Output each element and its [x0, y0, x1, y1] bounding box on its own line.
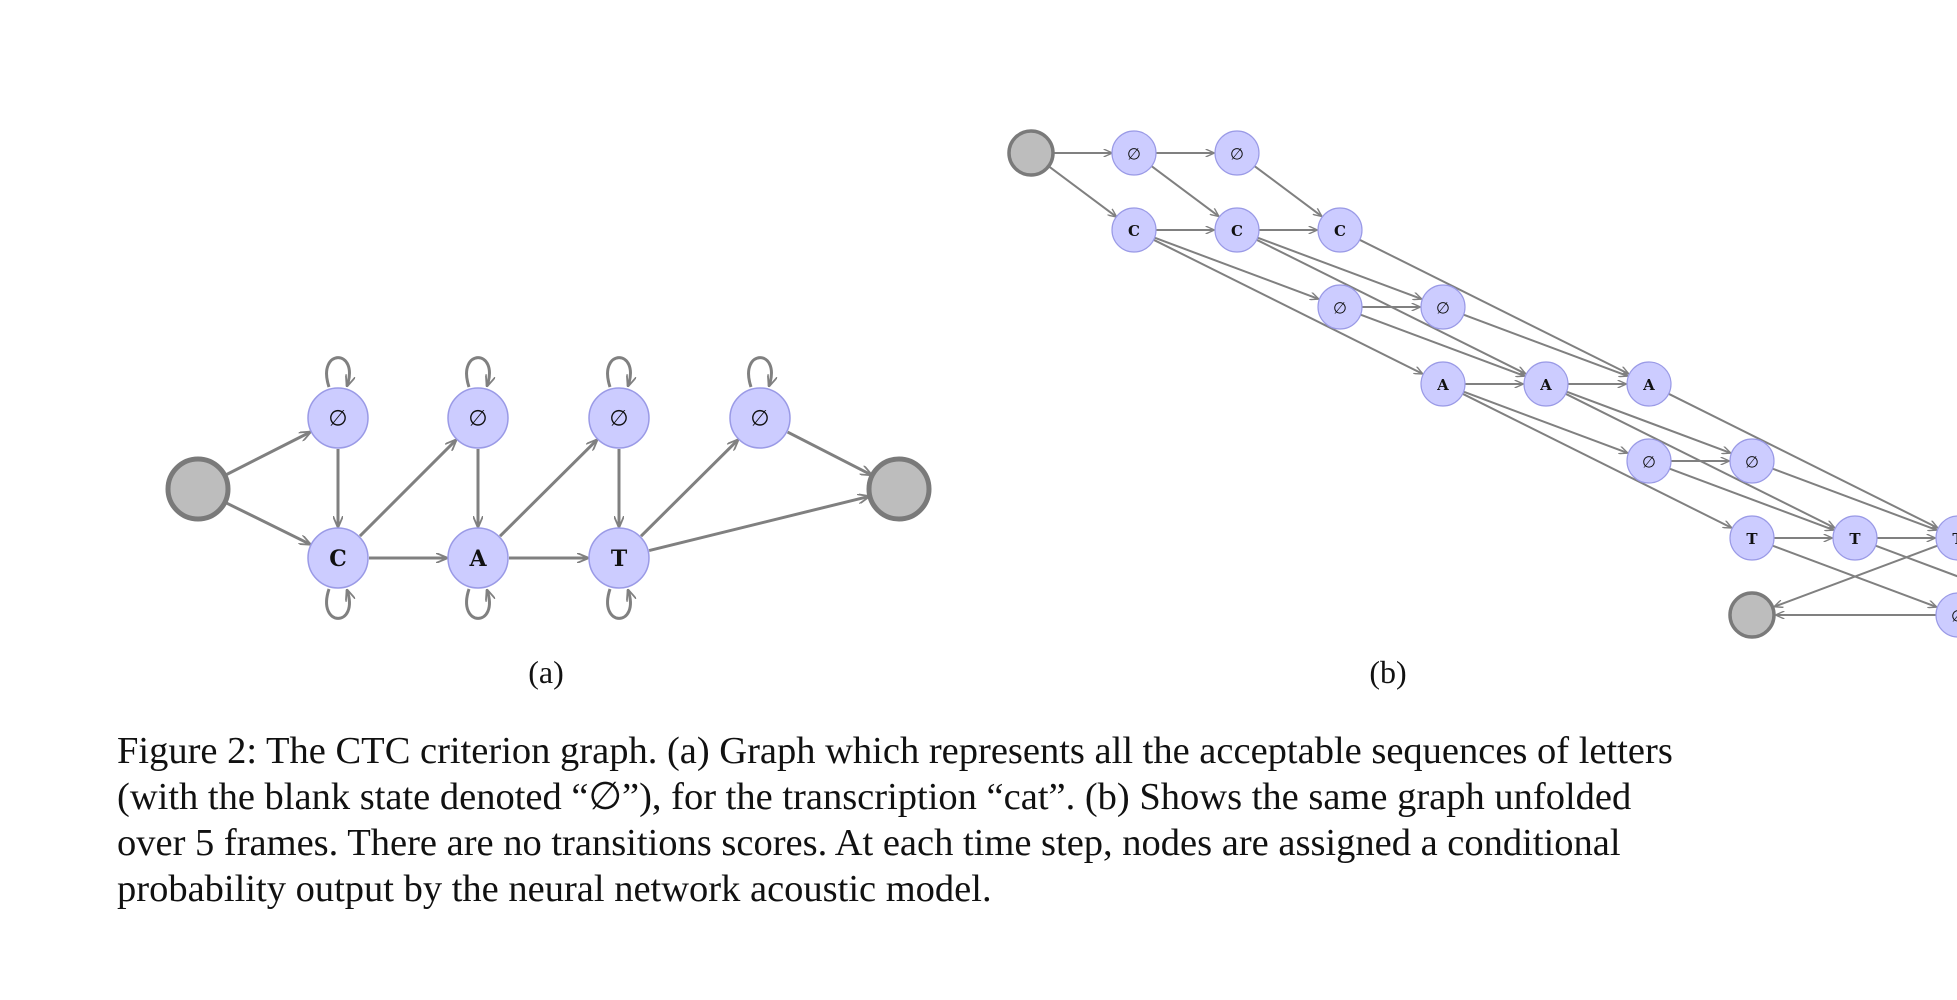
node-b1	[307, 387, 369, 449]
edge-start-to-C	[225, 501, 310, 545]
caption-line-1: Figure 2: The CTC criterion graph. (a) G…	[117, 730, 1673, 772]
edge-0-0-to-1-1	[1151, 165, 1219, 216]
trellis-node-label: ∅	[1333, 299, 1347, 318]
trellis-node-t2-C	[1317, 207, 1363, 253]
trellis-node-label: C	[1334, 222, 1346, 240]
self-loop-T	[606, 589, 631, 620]
edge-1-1-to-2-2	[1257, 236, 1422, 299]
edge-2-1-to-3-3	[1359, 238, 1629, 374]
trellis-node-t3-A	[1626, 361, 1672, 407]
trellis-node-label: T	[1746, 530, 1758, 548]
trellis-node-label: ∅	[1745, 453, 1759, 472]
node-label-b3: ∅	[609, 407, 628, 432]
edge-4-5-to-end	[1774, 544, 1938, 607]
node-b2	[447, 387, 509, 449]
edge-T-to-end	[648, 496, 869, 553]
edge-2-4-to-3-5	[1669, 467, 1834, 530]
start-node-b	[1007, 129, 1055, 177]
trellis-node-label: C	[1128, 222, 1140, 240]
self-loop-C	[325, 589, 350, 620]
trellis-node-t0-C	[1111, 207, 1157, 253]
end-node-b	[1728, 591, 1776, 639]
self-loop-b1	[325, 356, 350, 387]
trellis-node-label: ∅	[1127, 145, 1141, 164]
edge-1-3-to-2-5	[1462, 392, 1732, 528]
edge-T-to-b4	[639, 440, 738, 538]
caption-line-3: over 5 frames. There are no transitions …	[117, 822, 1621, 864]
trellis-node-t0-blank	[1111, 130, 1157, 176]
trellis-node-label: A	[1539, 376, 1552, 394]
trellis-node-t1-A	[1420, 361, 1466, 407]
edge-0-1-to-1-3	[1153, 238, 1423, 374]
trellis-node-t1-blank	[1317, 284, 1363, 330]
node-label-A: A	[468, 546, 487, 572]
node-label-b4: ∅	[750, 407, 769, 432]
node-label-C: C	[329, 546, 347, 572]
self-loop-A	[465, 589, 490, 620]
trellis-node-label: ∅	[1230, 145, 1244, 164]
edge-start-to-b1	[224, 432, 311, 477]
start-node	[165, 456, 231, 522]
trellis-node-label: ∅	[1436, 299, 1450, 318]
self-loop-b2	[465, 356, 490, 387]
trellis-node-label: T	[1849, 530, 1861, 548]
trellis-node-label: A	[1642, 376, 1655, 394]
node-T	[588, 527, 650, 589]
self-loop-b4	[747, 356, 772, 387]
node-b4	[729, 387, 791, 449]
caption-line-2: (with the blank state denoted “∅”), for …	[117, 776, 1632, 818]
node-b3	[588, 387, 650, 449]
edge-2-2-to-3-3	[1463, 313, 1628, 376]
trellis-node-t3-blank	[1729, 438, 1775, 484]
subcaption-a: (a)	[528, 654, 564, 690]
trellis-node-label: C	[1231, 222, 1243, 240]
edge-1-0-to-2-1	[1254, 165, 1322, 216]
trellis-node-t2-A	[1523, 361, 1569, 407]
trellis-node-t4-T	[1935, 515, 1957, 561]
edge-A-to-b3	[498, 440, 597, 538]
edge-3-4-to-4-5	[1772, 467, 1937, 530]
edge-3-5-to-4-6	[1875, 544, 1957, 578]
edge-1-2-to-2-3	[1360, 313, 1525, 376]
ctc-graph-b-unfolded: ∅C∅C∅AC∅A∅TA∅T∅T∅	[1007, 129, 1957, 639]
end-node	[866, 456, 932, 522]
edge-0-1-to-1-2	[1154, 236, 1319, 299]
trellis-node-label: A	[1436, 376, 1449, 394]
figure-caption: Figure 2: The CTC criterion graph. (a) G…	[117, 728, 1817, 912]
trellis-node-t1-blank	[1214, 130, 1260, 176]
trellis-node-label: T	[1952, 530, 1957, 548]
self-loop-b3	[606, 356, 631, 387]
trellis-node-t3-blank	[1935, 592, 1957, 638]
trellis-node-label: ∅	[1642, 453, 1656, 472]
node-C	[307, 527, 369, 589]
edge-2-3-to-3-4	[1566, 390, 1731, 453]
edge-3-3-to-4-5	[1668, 392, 1938, 528]
trellis-node-t2-blank	[1420, 284, 1466, 330]
node-label-T: T	[611, 546, 628, 572]
edge-C-to-b2	[358, 440, 456, 538]
trellis-node-t2-T	[1729, 515, 1775, 561]
trellis-node-t3-T	[1832, 515, 1878, 561]
trellis-node-t2-blank	[1626, 438, 1672, 484]
edge-1-3-to-2-4	[1463, 390, 1628, 453]
subcaption-b: (b)	[1369, 654, 1406, 690]
edge-b4-to-end	[786, 430, 872, 475]
trellis-node-label: ∅	[1951, 607, 1957, 626]
ctc-graph-a: ∅ ∅ ∅ ∅ C A T	[165, 356, 932, 620]
node-label-b2: ∅	[468, 407, 487, 432]
node-A	[447, 527, 509, 589]
caption-line-4: probability output by the neural network…	[117, 868, 992, 910]
node-label-b1: ∅	[328, 407, 347, 432]
edge-start-to-0-1	[1048, 165, 1116, 217]
trellis-node-t1-C	[1214, 207, 1260, 253]
